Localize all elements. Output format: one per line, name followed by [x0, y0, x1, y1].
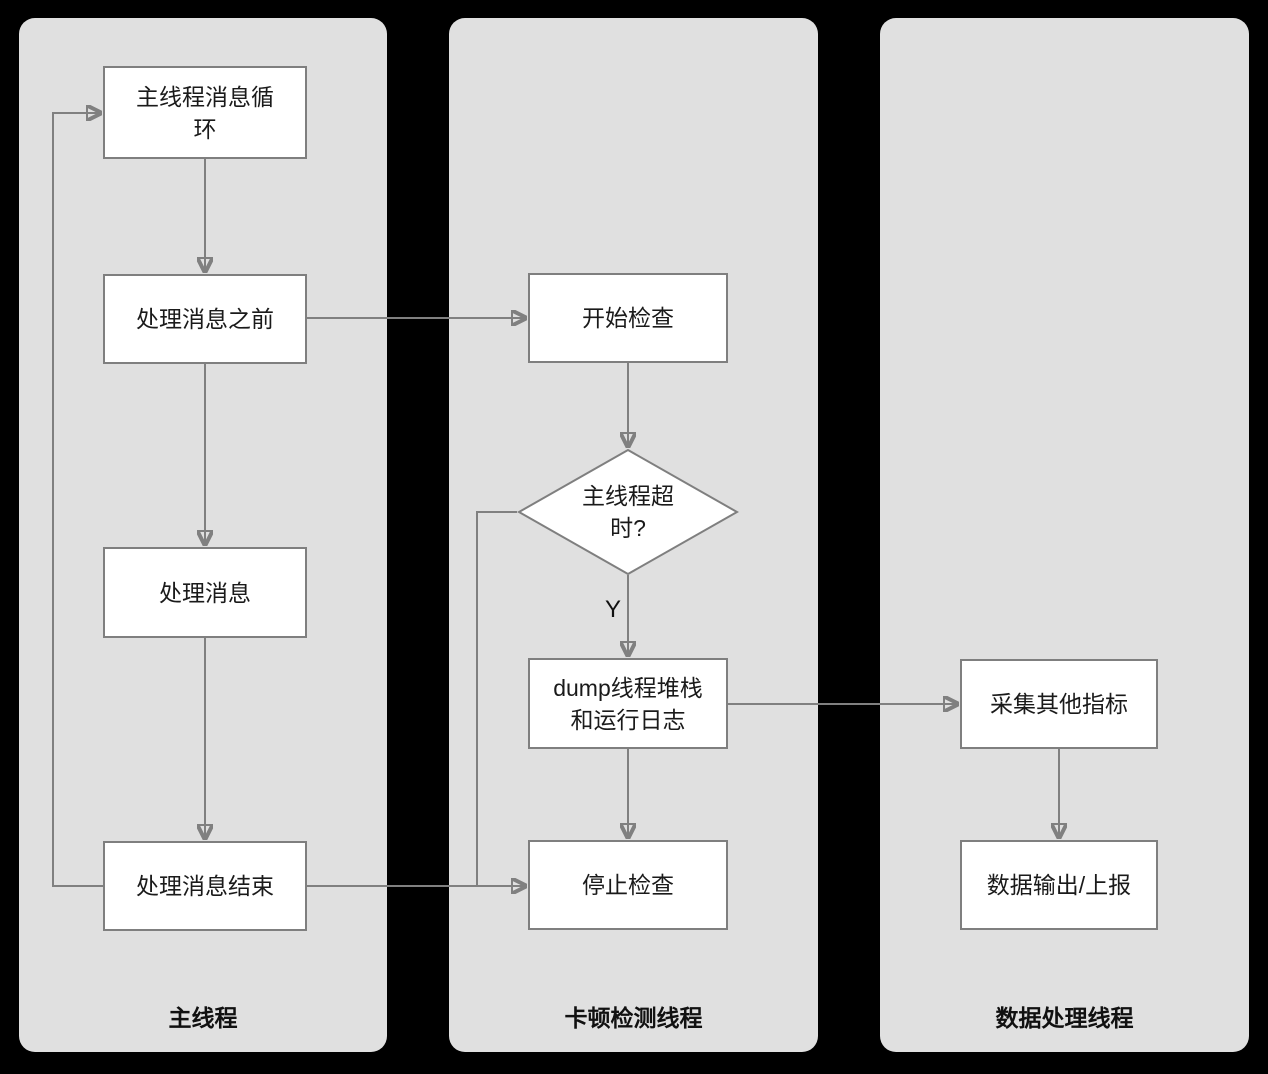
node-msg-loop: 主线程消息循 环	[103, 66, 307, 159]
node-msg-loop-label: 主线程消息循 环	[136, 83, 274, 142]
edge-label-yes: Y	[604, 596, 621, 623]
node-end-msg: 处理消息结束	[103, 841, 307, 931]
node-dump-stack-label: dump线程堆栈 和运行日志	[553, 674, 703, 733]
lane-label-main-thread: 主线程	[168, 1005, 238, 1031]
node-dump-stack: dump线程堆栈 和运行日志	[528, 658, 728, 749]
lane-label-stutter-detect-thread: 卡顿检测线程	[564, 1005, 703, 1031]
timeout-decision-shape	[517, 449, 739, 575]
node-start-check-label: 开始检查	[582, 305, 674, 331]
node-data-output-label: 数据输出/上报	[986, 872, 1132, 898]
node-process-msg: 处理消息	[103, 547, 307, 638]
node-stop-check-label: 停止检查	[582, 872, 674, 898]
node-data-output: 数据输出/上报	[960, 840, 1158, 930]
node-collect-metrics: 采集其他指标	[960, 659, 1158, 749]
node-timeout-decision-label: 主线程超 时?	[582, 483, 674, 541]
lane-label-data-process-thread: 数据处理线程	[995, 1005, 1134, 1031]
node-before-msg: 处理消息之前	[103, 274, 307, 364]
node-timeout-decision: 主线程超 时?	[517, 449, 739, 575]
node-before-msg-label: 处理消息之前	[136, 306, 274, 332]
node-stop-check: 停止检查	[528, 840, 728, 930]
node-start-check: 开始检查	[528, 273, 728, 363]
node-collect-metrics-label: 采集其他指标	[990, 691, 1128, 717]
node-process-msg-label: 处理消息	[159, 579, 251, 606]
node-end-msg-label: 处理消息结束	[136, 873, 274, 899]
